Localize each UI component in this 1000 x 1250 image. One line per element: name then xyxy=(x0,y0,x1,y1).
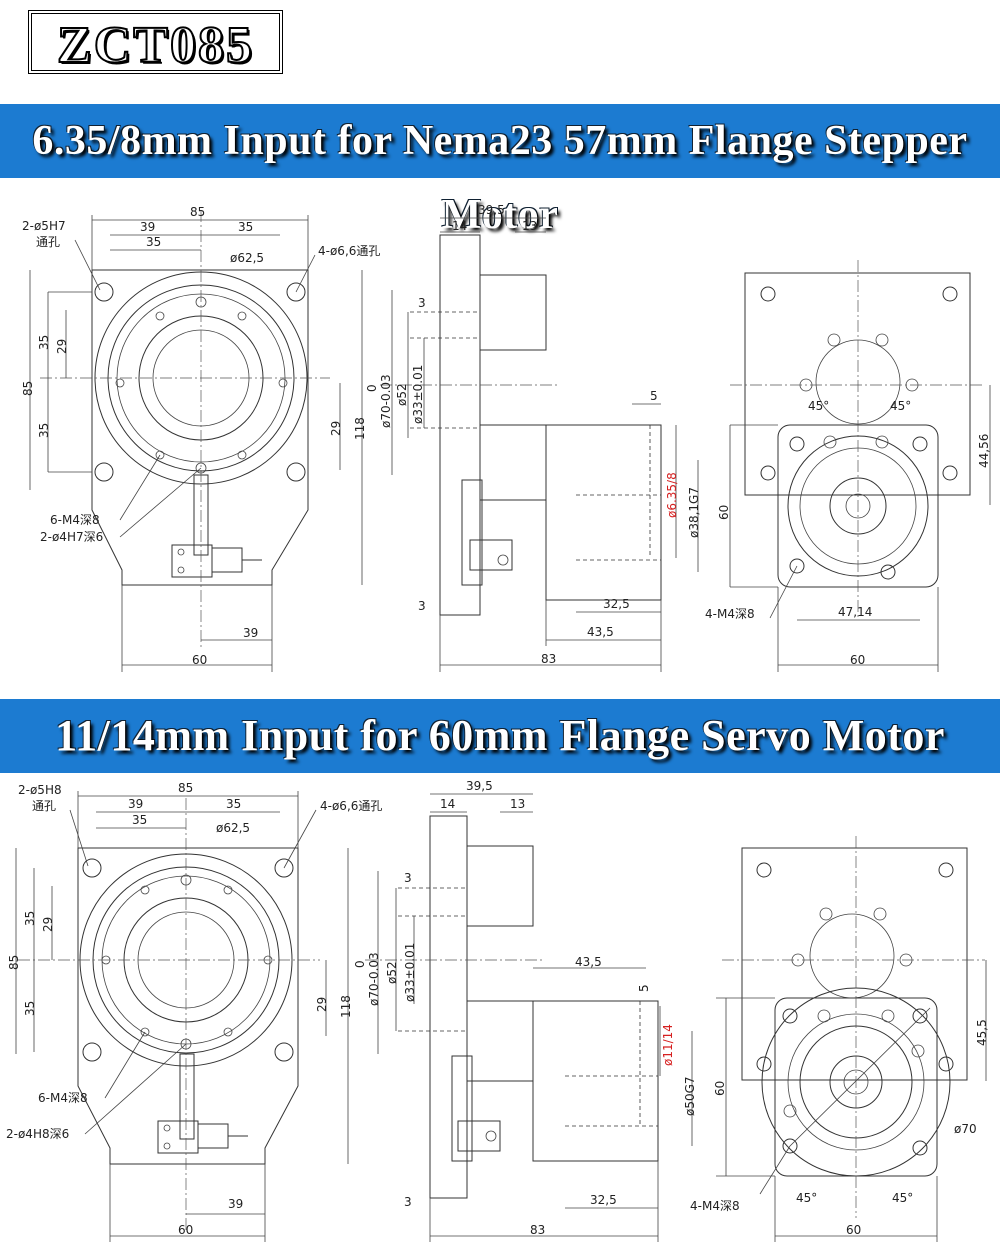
dim-60-left: 60 xyxy=(717,505,731,520)
dim-29-left: 29 xyxy=(55,339,69,354)
dim-60-bottom: 60 xyxy=(192,653,207,667)
tap-spec: 6-M4深8 xyxy=(50,513,100,527)
hole-spec-top-right-2: 4-ø6,6通孔 xyxy=(320,799,382,813)
angle-45-right-2: 45° xyxy=(892,1191,913,1205)
dim-39-bottom: 39 xyxy=(243,626,258,640)
dim-118-2: 118 xyxy=(339,995,353,1018)
hole-spec-top-left: 2-ø5H7 xyxy=(22,219,66,233)
tap-spec-2: 6-M4深8 xyxy=(38,1091,88,1105)
dim-d70: ø70-0.03 xyxy=(379,374,393,428)
side-view-dimensions-2: 39,5 14 13 3 0 ø70-0.03 ø52 ø33±0.01 43,… xyxy=(353,779,697,1237)
dim-43-5: 43,5 xyxy=(587,625,614,639)
stepper-drawing-set: 85 39 35 35 ø62,5 2-ø5H7 通孔 4-ø6,6通孔 85 … xyxy=(21,203,991,672)
product-title: ZCT085 xyxy=(28,10,283,75)
dim-60-back-2: 60 xyxy=(846,1223,861,1237)
dim-35-left-2-2: 35 xyxy=(23,1001,37,1016)
dim-d50-2: ø50G7 xyxy=(683,1076,697,1116)
side-view-drawing xyxy=(380,217,699,672)
hole-spec-top-left-2: 2-ø5H8 xyxy=(18,783,62,797)
dim-shaft-2: ø11/14 xyxy=(661,1024,675,1066)
pin-spec: 2-ø4H7深6 xyxy=(40,530,103,544)
hole-spec-top-left-note-2: 通孔 xyxy=(32,799,56,813)
dim-14-2: 14 xyxy=(440,797,455,811)
dim-39: 39 xyxy=(140,220,155,234)
dim-83: 83 xyxy=(541,652,556,666)
front-view-drawing xyxy=(29,210,363,672)
dim-14: 14 xyxy=(452,219,467,233)
dim-zero: 0 xyxy=(365,384,379,392)
tap-spec-back-2: 4-M4深8 xyxy=(690,1199,740,1213)
dim-85-top: 85 xyxy=(190,205,205,219)
dim-32-5: 32,5 xyxy=(603,597,630,611)
dim-d33-2: ø33±0.01 xyxy=(403,943,417,1002)
dim-32-5-2: 32,5 xyxy=(590,1193,617,1207)
dim-39-bottom-2: 39 xyxy=(228,1197,243,1211)
angle-45-left-2: 45° xyxy=(796,1191,817,1205)
dim-83-2: 83 xyxy=(530,1223,545,1237)
dim-60-bottom-2: 60 xyxy=(178,1223,193,1237)
dim-d52: ø52 xyxy=(395,383,409,406)
dim-43-5-2: 43,5 xyxy=(575,955,602,969)
angle-45-right: 45° xyxy=(890,399,911,413)
dim-60-left-2: 60 xyxy=(713,1081,727,1096)
front-view-drawing-2 xyxy=(15,791,349,1242)
dim-13-2: 13 xyxy=(510,797,525,811)
back-view-dimensions-2: 45,5 60 ø70 4-M4深8 45° 45° 60 xyxy=(690,1019,989,1237)
dim-35b: 35 xyxy=(146,235,161,249)
side-view-drawing-2 xyxy=(365,793,693,1242)
back-view-dimensions: 45° 45° 44,56 60 4-M4深8 47,14 60 xyxy=(705,399,991,667)
dim-5: 5 xyxy=(650,389,658,403)
hole-spec-top-left-note: 通孔 xyxy=(36,235,60,249)
front-view-dimensions: 85 39 35 35 ø62,5 2-ø5H7 通孔 4-ø6,6通孔 85 … xyxy=(21,205,380,667)
dim-d38: ø38,1G7 xyxy=(687,487,701,538)
dim-d70-2: ø70-0.03 xyxy=(367,952,381,1006)
dim-29-right: 29 xyxy=(329,421,343,436)
dim-29-left-2: 29 xyxy=(41,917,55,932)
dim-47-14: 47,14 xyxy=(838,605,872,619)
angle-45-left: 45° xyxy=(808,399,829,413)
front-view-dimensions-2: 85 39 35 35 ø62,5 2-ø5H8 通孔 4-ø6,6通孔 85 … xyxy=(6,781,382,1237)
dim-35-left-1: 35 xyxy=(37,335,51,350)
dim-29-right-2: 29 xyxy=(315,997,329,1012)
dim-35b-2: 35 xyxy=(132,813,147,827)
dim-118: 118 xyxy=(353,417,367,440)
dim-d33: ø33±0.01 xyxy=(411,365,425,424)
dim-zero-2: 0 xyxy=(353,960,367,968)
dim-3-top-2: 3 xyxy=(404,871,412,885)
hole-spec-top-right: 4-ø6,6通孔 xyxy=(318,244,380,258)
dim-85-top-2: 85 xyxy=(178,781,193,795)
dim-shaft: ø6.35/8 xyxy=(665,472,679,518)
dim-39-5-2: 39,5 xyxy=(466,779,493,793)
dim-85-left-2: 85 xyxy=(7,955,21,970)
dim-60-back: 60 xyxy=(850,653,865,667)
dim-d62-2: ø62,5 xyxy=(216,821,250,835)
back-view-drawing-2 xyxy=(716,836,987,1242)
tap-spec-back: 4-M4深8 xyxy=(705,607,755,621)
section-banner-stepper: 6.35/8mm Input for Nema23 57mm Flange St… xyxy=(0,104,1000,238)
dim-d52-2: ø52 xyxy=(385,961,399,984)
servo-drawing-set: 85 39 35 35 ø62,5 2-ø5H8 通孔 4-ø6,6通孔 85 … xyxy=(6,779,989,1242)
back-view-drawing xyxy=(729,260,991,672)
dim-d62: ø62,5 xyxy=(230,251,264,265)
dim-5-2: 5 xyxy=(637,984,651,992)
dim-3-bottom-2: 3 xyxy=(404,1195,412,1209)
dim-44-56: 44,56 xyxy=(977,434,991,468)
dim-13: 13 xyxy=(522,219,537,233)
dim-35a-2: 35 xyxy=(226,797,241,811)
dim-39-5: 39,5 xyxy=(478,203,505,217)
section-banner-servo: 11/14mm Input for 60mm Flange Servo Moto… xyxy=(0,699,1000,773)
dim-3-top: 3 xyxy=(418,296,426,310)
side-view-dimensions: 39,5 14 13 3 0 ø70-0.03 ø52 ø33±0.01 5 ø… xyxy=(365,203,701,666)
dim-3-bottom: 3 xyxy=(418,599,426,613)
dim-85-left: 85 xyxy=(21,381,35,396)
dim-d70-back: ø70 xyxy=(954,1122,977,1136)
dim-35-left-2: 35 xyxy=(37,423,51,438)
dim-35a: 35 xyxy=(238,220,253,234)
dim-45-5: 45,5 xyxy=(975,1019,989,1046)
pin-spec-2: 2-ø4H8深6 xyxy=(6,1127,69,1141)
dim-39-2: 39 xyxy=(128,797,143,811)
dim-35-left-1-2: 35 xyxy=(23,911,37,926)
